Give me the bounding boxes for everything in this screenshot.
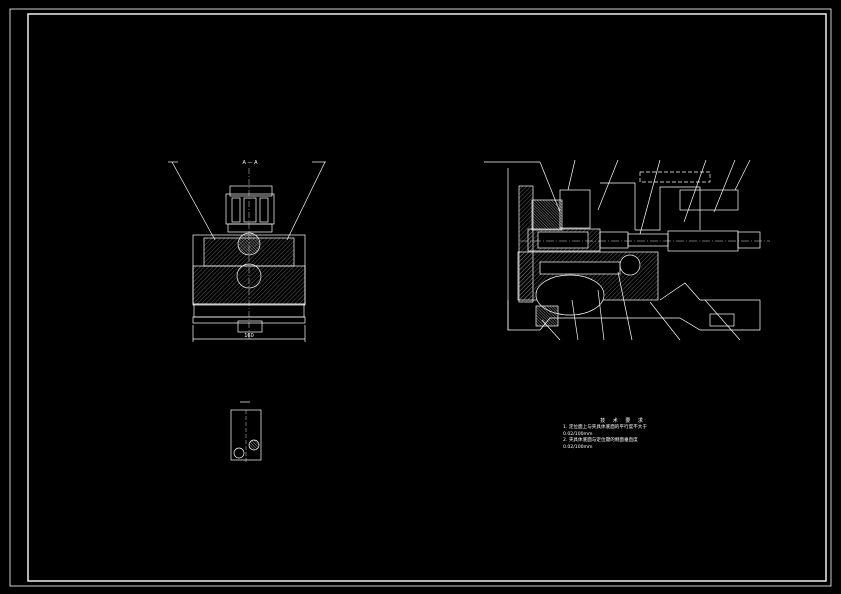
sheet-border — [9, 8, 832, 587]
requirement-line: 0.02/100mm — [563, 431, 593, 437]
technical-requirements: 技 术 要 求 1. 定位面上与夹具体底面的平行度不大于 0.02/100mm … — [563, 418, 683, 451]
requirement-line: 2. 夹具体底面与定位键的侧面垂直度 — [563, 438, 638, 444]
requirement-line: 1. 定位面上与夹具体底面的平行度不大于 — [563, 425, 647, 431]
section-label: A — A — [242, 160, 258, 166]
requirement-line: 0.02/100mm — [563, 444, 593, 450]
technical-requirements-title: 技 术 要 求 — [600, 418, 646, 424]
main-elevation-view — [484, 159, 770, 341]
left-section-view — [168, 161, 326, 342]
locating-key-detail — [230, 401, 262, 462]
width-dimension: 160 — [244, 333, 254, 339]
